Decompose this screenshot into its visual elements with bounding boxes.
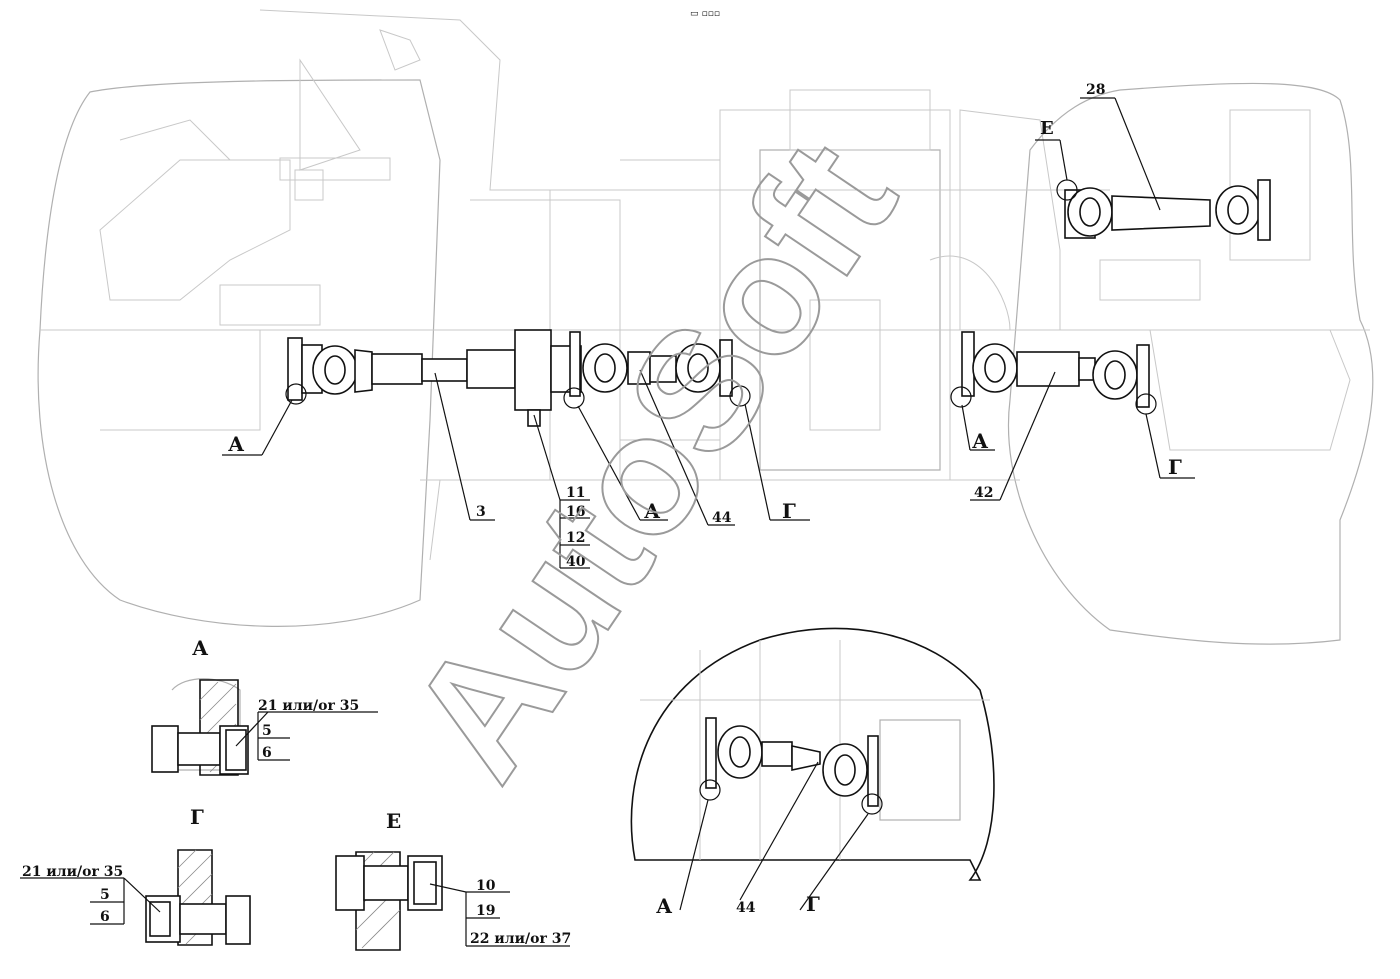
detail-e-label-22: 22 или/or 37 xyxy=(470,931,571,947)
stack-item-12: 12 xyxy=(566,530,585,546)
callout-g-right: Г xyxy=(1168,455,1182,479)
detail-g-label-21: 21 или/or 35 xyxy=(22,864,123,880)
detail-g-label-6: 6 xyxy=(100,909,110,925)
watermark: AutoSoft xyxy=(373,110,932,811)
inset-view: А 44 Г xyxy=(630,627,995,918)
detail-g: Г 21 или/or 35 5 6 xyxy=(20,805,251,946)
detail-a: А 21 или/or 35 5 6 xyxy=(151,636,378,776)
inset-label-a: А xyxy=(656,894,673,918)
front-driveshaft xyxy=(287,329,733,427)
stack-item-16: 16 xyxy=(566,504,585,520)
detail-a-label-21: 21 или/or 35 xyxy=(258,698,359,714)
detail-e: Е 10 19 22 или/or 37 xyxy=(335,809,571,951)
main-view-labels: А 3 11 16 12 40 А 44 Г А Г 42 Е 28 xyxy=(228,82,1182,570)
callout-28: 28 xyxy=(1086,82,1105,98)
upper-driveshaft xyxy=(1064,179,1271,241)
detail-e-label-19: 19 xyxy=(476,903,495,919)
inset-label-g: Г xyxy=(806,892,820,916)
callout-e-top: Е xyxy=(1040,118,1054,139)
detail-a-label-6: 6 xyxy=(262,745,272,761)
leader-lines xyxy=(222,97,1195,569)
callout-44: 44 xyxy=(712,510,732,526)
inset-label-44: 44 xyxy=(736,900,756,916)
rear-driveshaft xyxy=(961,331,1150,408)
detail-g-title: Г xyxy=(190,805,204,829)
header-mark: ▭ ▫▫▫ xyxy=(690,9,720,19)
callout-a-center: А xyxy=(644,499,661,523)
callout-3: 3 xyxy=(476,504,486,520)
callout-42: 42 xyxy=(974,485,993,501)
detail-e-label-10: 10 xyxy=(476,878,496,894)
stack-item-11: 11 xyxy=(566,485,585,501)
detail-g-label-5: 5 xyxy=(100,887,110,903)
background-outline xyxy=(37,9,1374,645)
callout-g-center: Г xyxy=(782,499,796,523)
detail-a-title: А xyxy=(192,636,209,660)
callout-a-right: А xyxy=(972,429,989,453)
detail-a-label-5: 5 xyxy=(262,723,272,739)
stack-item-40: 40 xyxy=(566,554,586,570)
detail-e-title: Е xyxy=(386,809,401,833)
callout-a-left: А xyxy=(228,432,245,456)
